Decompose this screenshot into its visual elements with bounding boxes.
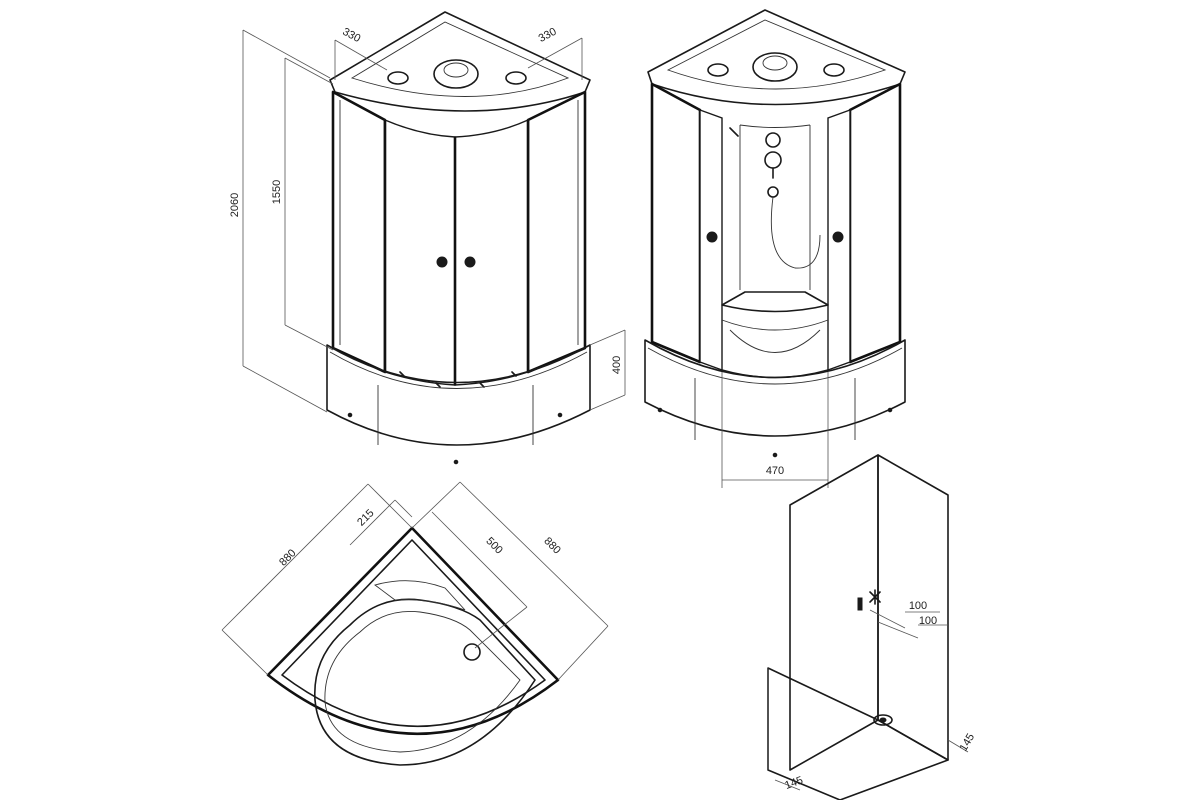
left-door bbox=[384, 118, 456, 386]
seat-outline bbox=[721, 291, 829, 313]
plan-basin bbox=[314, 598, 536, 766]
left-glass-panel bbox=[331, 90, 387, 374]
closed-cabin-view: 2060 1550 330 330 400 bbox=[229, 11, 626, 465]
roof-fan bbox=[433, 59, 479, 89]
tray-apron bbox=[326, 344, 591, 446]
floor-drain bbox=[873, 714, 893, 726]
shower-hose bbox=[770, 196, 821, 269]
plan-drain bbox=[463, 643, 481, 661]
wall-back-left bbox=[789, 454, 879, 771]
dim-total-height: 2060 bbox=[229, 193, 241, 217]
mixer-bottom bbox=[764, 151, 782, 169]
plan-tray-outer bbox=[266, 526, 560, 736]
dim-plan-drain-offset: 215 bbox=[355, 507, 376, 528]
dim-glass-height: 1550 bbox=[271, 180, 283, 204]
dim-pipe-offset-b: 100 bbox=[919, 615, 937, 627]
dim-plan-width-right: 880 bbox=[541, 535, 562, 556]
dim-drain-offset-b: 145 bbox=[783, 774, 804, 792]
plan-view: 880 880 215 500 bbox=[221, 481, 609, 766]
dim-roof-depth-left: 330 bbox=[340, 26, 362, 45]
open-cabin-view: 470 bbox=[644, 9, 906, 488]
dim-pipe-offset-a: 100 bbox=[909, 600, 927, 612]
right-glass-panel bbox=[526, 90, 587, 374]
dim-drain-offset-a: 145 bbox=[958, 732, 978, 754]
installation-view: 100 100 145 145 bbox=[767, 454, 978, 800]
roof-light-right bbox=[505, 71, 527, 85]
thermometer-icon bbox=[857, 597, 863, 611]
snowflake-icon bbox=[869, 589, 881, 605]
dim-tray-height: 400 bbox=[611, 356, 623, 374]
roof-light-left bbox=[387, 71, 409, 85]
open-roof-outline bbox=[647, 9, 906, 106]
right-door bbox=[454, 118, 529, 386]
open-tray-apron bbox=[644, 339, 906, 437]
shower-holder bbox=[767, 186, 779, 198]
mixer-top bbox=[765, 132, 781, 148]
dim-roof-depth-right: 330 bbox=[537, 26, 559, 45]
door-handle-left bbox=[436, 256, 448, 268]
door-handle-right bbox=[464, 256, 476, 268]
dim-plan-width-left: 880 bbox=[277, 547, 298, 568]
dim-door-width: 470 bbox=[766, 465, 784, 477]
dim-plan-drain-depth: 500 bbox=[483, 535, 504, 556]
open-roof-fan bbox=[752, 52, 798, 82]
